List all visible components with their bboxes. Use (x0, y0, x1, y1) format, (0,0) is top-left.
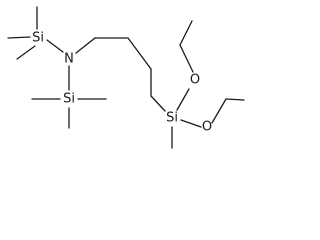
bond-ch2-ch3-lower (225, 98, 245, 101)
bond-c2-c3 (127, 37, 152, 70)
atom-nitrogen: N (64, 52, 74, 67)
bond-si1-n (46, 39, 64, 53)
atom-oxygen-lower: O (202, 120, 212, 135)
structure-diagram: Si N Si Si O O (7, 6, 245, 149)
trimethylsilyl-group-bottom (31, 65, 107, 129)
bond-ch2-ch3-upper (179, 20, 193, 46)
bond-si3-o-upper (176, 88, 190, 111)
atom-si-top-left: Si (32, 31, 44, 46)
bond-o-lower-ch2 (211, 98, 227, 124)
diethoxymethylsilyl-group (171, 20, 245, 149)
bond-si1-methyl-left (7, 36, 31, 39)
atom-oxygen-upper: O (190, 73, 200, 88)
atom-si-right: Si (166, 111, 178, 126)
bond-si1-methyl-down (16, 45, 36, 60)
trimethylsilyl-group-top (7, 6, 64, 60)
molecule-drawing: Si N Si Si O O (7, 6, 245, 149)
propyl-chain (75, 37, 166, 112)
bond-o-upper-ch2 (179, 44, 194, 73)
bond-c4-si3 (150, 95, 166, 112)
bond-si3-o-lower (180, 119, 202, 128)
bond-n-c1 (75, 37, 96, 54)
atom-si-bottom: Si (63, 92, 75, 107)
